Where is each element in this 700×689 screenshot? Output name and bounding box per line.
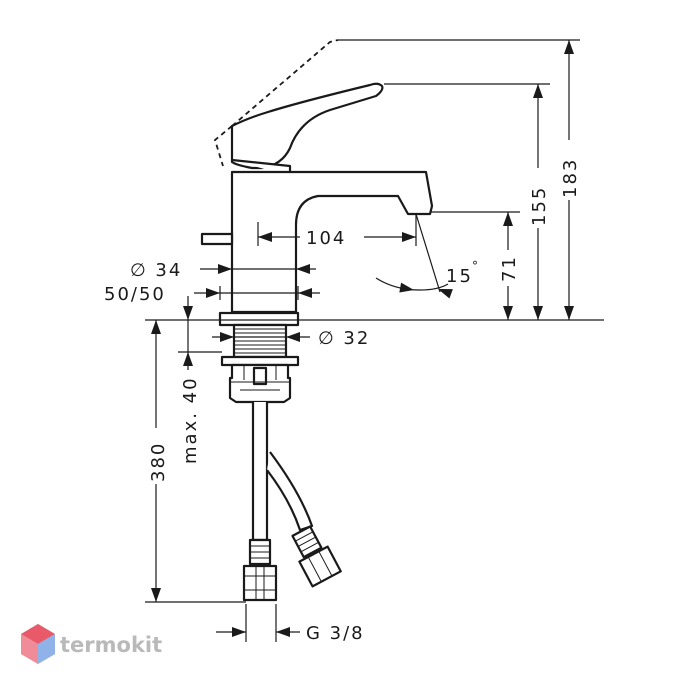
hose-straight — [251, 402, 269, 542]
dim-outlet-height: 71 — [497, 212, 520, 320]
shank-diameter-label: ∅ 32 — [318, 328, 370, 349]
total-height-label: 183 — [560, 158, 581, 198]
washer — [220, 355, 300, 367]
outlet-height-label: 71 — [499, 255, 520, 282]
thread-size-label: G 3/8 — [306, 623, 365, 644]
dim-spout-reach: 104 — [258, 226, 416, 249]
spout-height-label: 155 — [529, 186, 550, 226]
mounting-assembly — [218, 311, 300, 404]
base-plate — [218, 311, 300, 327]
dim-body-diameter: ∅ 34 — [130, 260, 316, 281]
extension-lines — [145, 39, 604, 642]
dim-counter-thickness: max. 40 — [180, 296, 201, 464]
dim-hose-length: 380 — [145, 320, 169, 602]
dim-spout-height: 155 — [527, 84, 550, 320]
dim-spray-angle: 15 ° — [375, 259, 480, 299]
dim-total-height: 183 — [558, 40, 581, 320]
lever-raised-position — [213, 39, 339, 167]
faucet-body — [230, 170, 434, 314]
spout-reach-label: 104 — [306, 228, 346, 249]
pop-up-rod — [200, 232, 234, 246]
hose-nut-bent — [298, 545, 342, 588]
watermark-brand: termokit — [60, 633, 162, 657]
termokit-watermark: termokit — [21, 624, 162, 664]
degree-symbol: ° — [472, 259, 480, 273]
faucet-outline — [200, 39, 434, 314]
hose-nut-straight — [242, 564, 278, 602]
hose-bent — [266, 451, 314, 532]
dim-drain-connection: 50/50 — [104, 284, 320, 305]
hose-length-label: 380 — [148, 442, 169, 482]
supply-hoses — [242, 402, 342, 602]
termokit-logo-icon — [21, 624, 55, 664]
drain-connection-label: 50/50 — [104, 284, 166, 305]
counter-thickness-label: max. 40 — [180, 376, 201, 464]
lever-handle — [230, 82, 384, 170]
spray-angle-label: 15 — [446, 266, 473, 287]
dim-thread-size: G 3/8 — [216, 623, 365, 644]
dim-shank-diameter: ∅ 32 — [212, 328, 370, 349]
body-diameter-label: ∅ 34 — [130, 260, 182, 281]
